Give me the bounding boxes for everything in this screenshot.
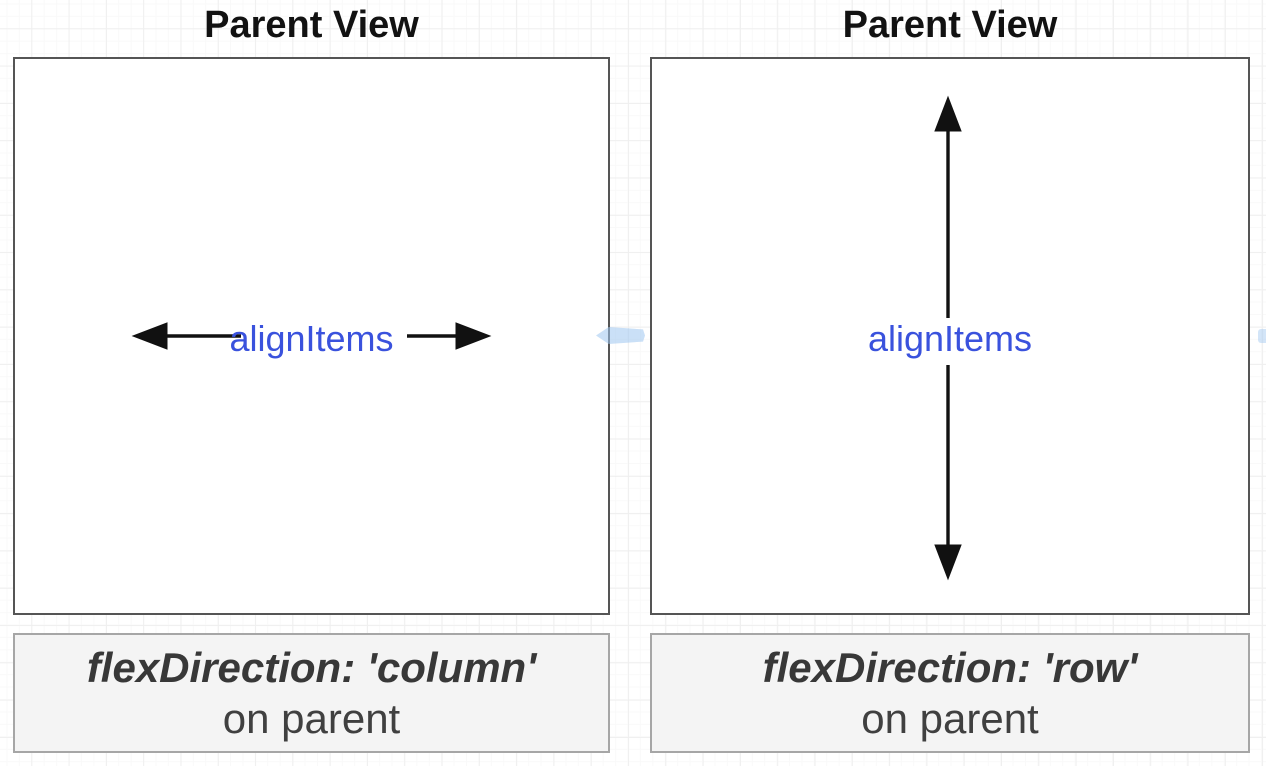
vertical-double-arrow bbox=[934, 95, 962, 581]
align-items-label-left: alignItems bbox=[229, 318, 394, 359]
parent-view-box-right: alignItems bbox=[650, 57, 1250, 615]
panel-title-left: Parent View bbox=[204, 3, 419, 46]
horizontal-double-arrow bbox=[131, 322, 492, 350]
caption-code-right: flexDirection: 'row' bbox=[762, 644, 1138, 691]
align-items-label-right: alignItems bbox=[867, 318, 1033, 359]
caption-subtext-right: on parent bbox=[861, 695, 1039, 742]
caption-subtext-left: on parent bbox=[222, 695, 401, 742]
caption-code-left: flexDirection: 'column' bbox=[86, 644, 537, 691]
parent-view-box-left: alignItems bbox=[13, 57, 610, 615]
panel-title-right: Parent View bbox=[842, 3, 1058, 46]
caption-box-left: flexDirection: 'column' on parent bbox=[13, 633, 610, 753]
faded-right-edge-artifact bbox=[1258, 329, 1266, 343]
caption-box-right: flexDirection: 'row' on parent bbox=[650, 633, 1250, 753]
faded-left-arrow-artifact bbox=[596, 327, 645, 344]
